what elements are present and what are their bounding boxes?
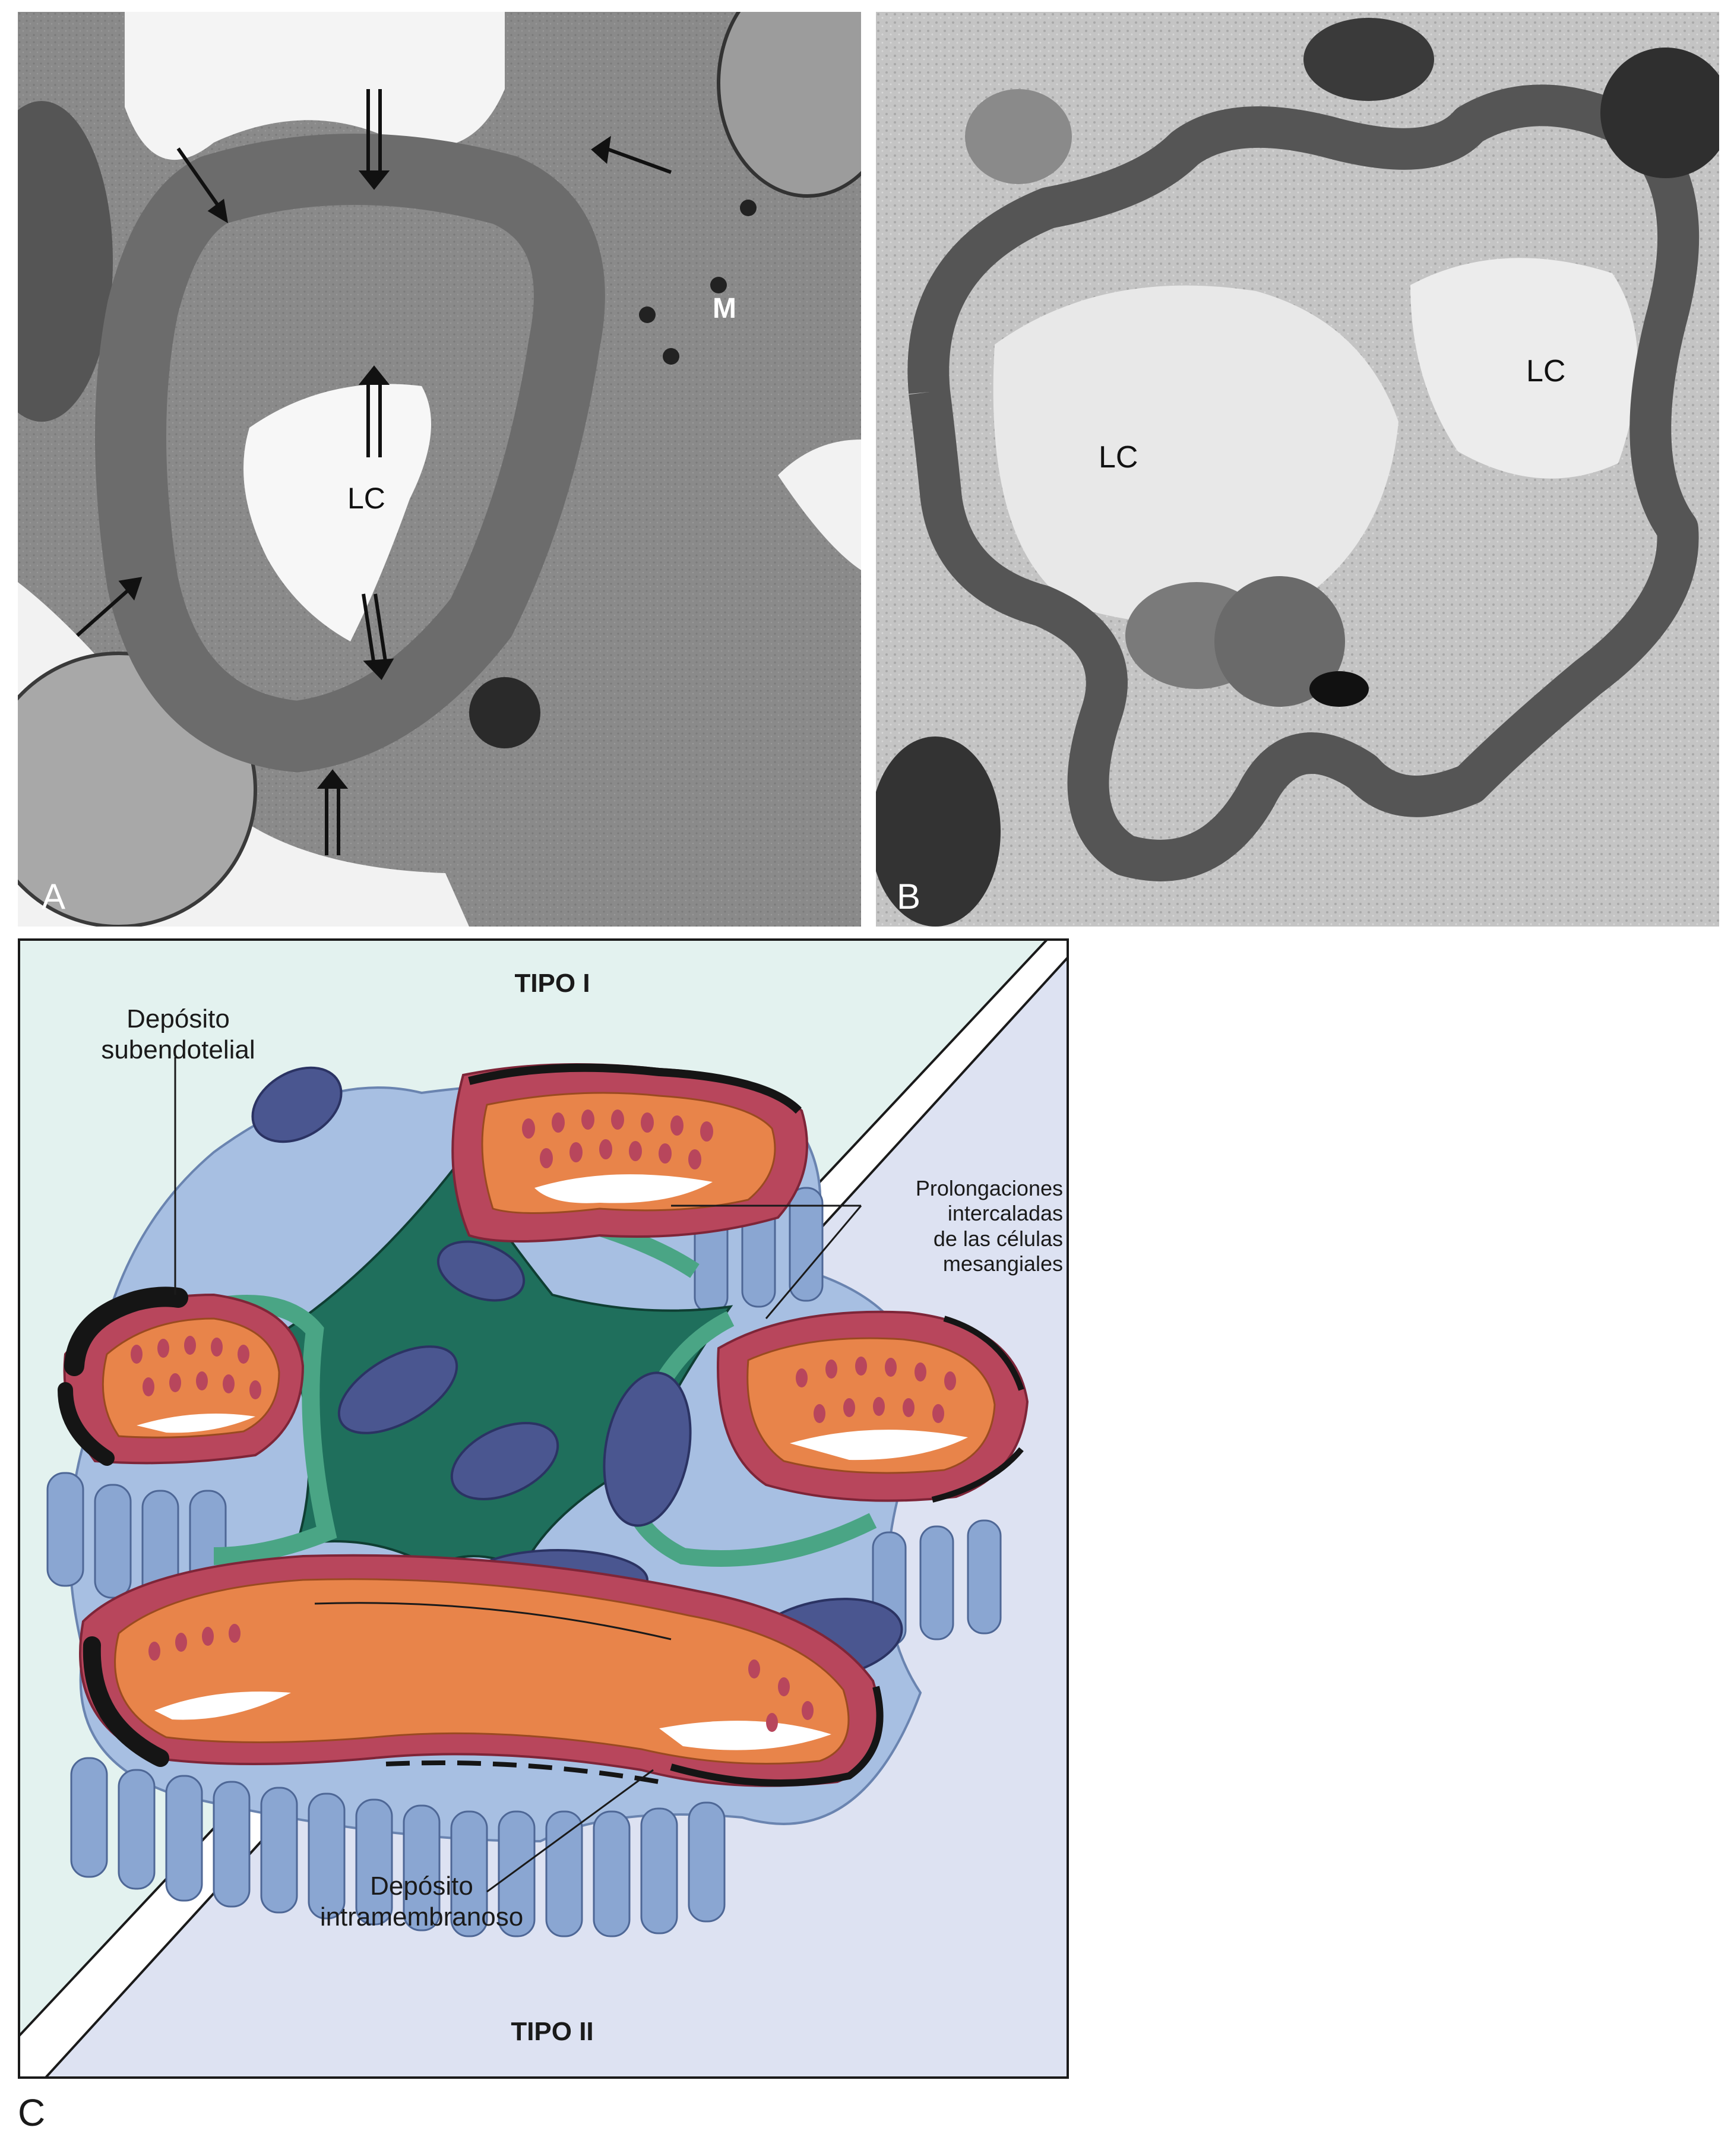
label-intramembranous: Depósito intramembranoso — [315, 1871, 529, 1933]
panel-c-diagram-art — [18, 938, 1069, 2079]
capillary-left — [58, 1286, 305, 1466]
capillary-right — [717, 1310, 1029, 1503]
label-subendothelial-line1: Depósito — [126, 1004, 230, 1033]
capillary-top — [451, 1063, 808, 1243]
label-mesangial-line1: Prolongaciones — [915, 1176, 1063, 1200]
panel-a-micrograph-art — [18, 12, 861, 927]
panel-b-lumen-label-2: LC — [1526, 354, 1566, 388]
panel-b-letter: B — [897, 877, 921, 916]
panel-a-micrograph: LC M A — [18, 12, 861, 927]
panel-b-lumen-label-1: LC — [1099, 440, 1138, 475]
panel-a-mesangium-label: M — [713, 293, 736, 324]
label-intramembranous-line1: Depósito — [370, 1872, 473, 1901]
label-subendothelial-line2: subendotelial — [101, 1035, 255, 1064]
label-mesangial-processes: Prolongaciones intercaladas de las célul… — [861, 1176, 1063, 1277]
label-mesangial-line2: intercaladas — [947, 1201, 1063, 1226]
label-subendothelial: Depósito subendotelial — [89, 1004, 267, 1066]
panel-c-diagram: TIPO I TIPO II Depósito subendotelial Pr… — [18, 938, 1069, 2079]
panel-c-letter: C — [18, 2091, 46, 2134]
label-mesangial-line3: de las células — [933, 1226, 1063, 1251]
panel-b-micrograph: LC LC B — [876, 12, 1719, 927]
type1-label: TIPO I — [514, 969, 590, 998]
label-mesangial-line4: mesangiales — [942, 1251, 1063, 1276]
type2-label: TIPO II — [511, 2017, 594, 2046]
panel-a-lumen-label: LC — [347, 482, 385, 515]
label-intramembranous-line2: intramembranoso — [319, 1902, 524, 1931]
panel-a-letter: A — [42, 877, 66, 916]
capillary-bottom — [79, 1554, 884, 1787]
panel-b-micrograph-art — [876, 12, 1719, 927]
